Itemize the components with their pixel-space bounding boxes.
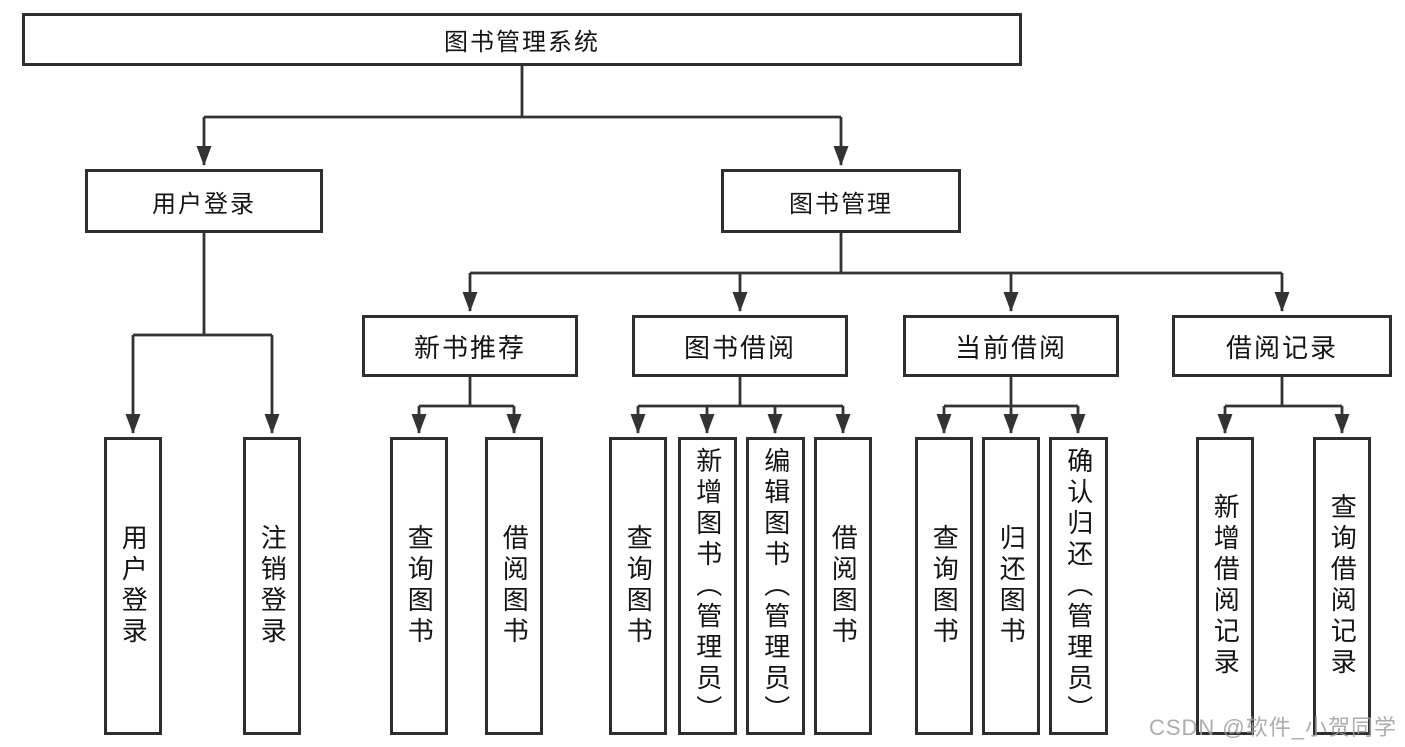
leaf-bb-edit-book-admin-label: 编辑图书（管理员） [761,446,790,726]
node-library-system: 图书管理系统 [22,13,1022,66]
leaf-user-login-label: 用户登录 [118,524,148,648]
leaf-cb-query-books-label: 查询图书 [929,524,959,648]
connector-new-book-recommend [419,377,514,408]
node-book-management-label: 图书管理 [789,190,893,218]
leaf-nbr-borrow-books-label: 借阅图书 [499,524,529,648]
leaf-cb-return-book-label: 归还图书 [996,524,1026,648]
leaf-nbr-borrow-books: 借阅图书 [485,437,543,735]
connector-book-borrow [638,377,843,408]
node-current-borrow: 当前借阅 [903,315,1119,377]
leaf-bb-borrow-books-label: 借阅图书 [828,524,858,648]
node-book-borrow-label: 图书借阅 [683,332,796,363]
connector-user-login [133,233,272,337]
node-current-borrow-label: 当前借阅 [954,332,1067,363]
leaf-br-query-record-label: 查询借阅记录 [1327,493,1357,679]
leaf-nbr-query-books-label: 查询图书 [404,524,434,648]
node-borrow-records: 借阅记录 [1172,315,1392,377]
node-user-login: 用户登录 [85,169,323,233]
leaf-br-query-record: 查询借阅记录 [1313,437,1371,735]
leaf-nbr-query-books: 查询图书 [390,437,448,735]
leaf-bb-edit-book-admin: 编辑图书（管理员） [746,437,805,735]
leaf-bb-query-books: 查询图书 [609,437,667,735]
leaf-user-login: 用户登录 [104,437,162,735]
node-user-login-label: 用户登录 [152,190,256,218]
leaf-cb-confirm-return-admin-label: 确认归还（管理员） [1064,446,1093,726]
node-book-borrow: 图书借阅 [632,315,848,377]
node-new-book-recommend: 新书推荐 [362,315,578,377]
connector-borrow-records [1225,377,1342,408]
leaf-cb-confirm-return-admin: 确认归还（管理员） [1049,437,1108,735]
leaf-cb-query-books: 查询图书 [915,437,973,735]
leaf-bb-add-book-admin: 新增图书（管理员） [678,437,737,735]
node-new-book-recommend-label: 新书推荐 [413,332,526,363]
leaf-logout-label: 注销登录 [257,524,287,648]
leaf-cb-return-book: 归还图书 [982,437,1040,735]
leaf-bb-add-book-admin-label: 新增图书（管理员） [693,446,722,726]
node-borrow-records-label: 借阅记录 [1225,332,1338,363]
connector-current-borrow [944,377,1078,408]
leaf-logout: 注销登录 [243,437,301,735]
connector-root [204,66,841,119]
node-library-system-label: 图书管理系统 [444,29,600,56]
leaf-br-add-record: 新增借阅记录 [1196,437,1254,735]
csdn-watermark: CSDN @软件_小贺同学 [1148,715,1397,740]
node-book-management: 图书管理 [721,169,961,233]
connector-book-management [470,233,1282,275]
leaf-bb-query-books-label: 查询图书 [623,524,653,648]
leaf-bb-borrow-books: 借阅图书 [814,437,872,735]
leaf-br-add-record-label: 新增借阅记录 [1210,493,1240,679]
